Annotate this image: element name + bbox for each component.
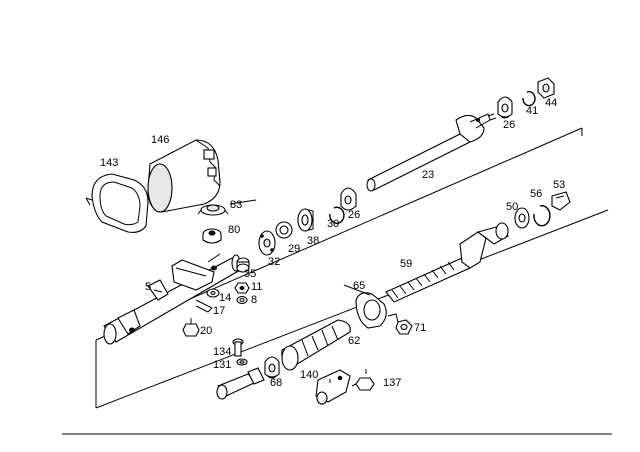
part-83-ring [197, 204, 229, 216]
label-26-lower: 26 [348, 209, 360, 221]
part-68-bushing [264, 356, 280, 379]
part-23-steering-shaft [366, 113, 497, 192]
part-labels: 143 146 83 80 5 35 11 14 8 17 20 32 29 3… [100, 97, 565, 389]
label-143: 143 [100, 157, 118, 169]
part-65-gasket-plate [355, 292, 399, 329]
part-30-snap-ring [329, 206, 345, 224]
part-71-nut [395, 319, 413, 335]
part-38-bearing [297, 208, 314, 232]
label-71: 71 [414, 322, 426, 334]
label-134: 134 [213, 346, 231, 358]
part-11-nut [234, 282, 250, 294]
label-8: 8 [251, 294, 257, 306]
part-41-snap-ring [522, 90, 536, 107]
part-50-bearing [514, 207, 530, 229]
label-131: 131 [213, 359, 231, 371]
part-35-clamp [236, 257, 250, 273]
label-17: 17 [213, 305, 225, 317]
part-32-bearing-plate [258, 230, 276, 256]
leader-lines [153, 199, 371, 383]
label-11: 11 [251, 281, 262, 293]
part-146-switch-housing [147, 139, 221, 213]
part-59-intermediate-shaft [385, 222, 509, 303]
part-26-bushing-upper [497, 96, 513, 119]
label-38: 38 [307, 235, 319, 247]
label-137: 137 [383, 377, 401, 389]
part-14-washer [206, 288, 220, 298]
label-23: 23 [422, 169, 434, 181]
label-50: 50 [506, 201, 518, 213]
label-83: 83 [230, 199, 242, 211]
part-5-column-jacket [103, 254, 241, 345]
label-62: 62 [348, 335, 360, 347]
part-lower-universal-joint [216, 367, 265, 400]
label-41: 41 [526, 105, 538, 117]
part-137-bolt [351, 377, 375, 391]
label-80: 80 [228, 224, 240, 236]
label-68: 68 [270, 377, 282, 389]
label-26-upper: 26 [503, 119, 515, 131]
part-26-bushing-lower [340, 187, 357, 211]
label-59: 59 [400, 258, 412, 270]
part-53-clip [551, 191, 571, 211]
label-5: 5 [145, 281, 151, 293]
part-80-cap [202, 228, 222, 244]
label-32: 32 [268, 256, 280, 268]
label-20: 20 [200, 325, 212, 337]
label-14: 14 [219, 292, 231, 304]
label-53: 53 [553, 179, 565, 191]
label-29: 29 [288, 243, 300, 255]
part-17-spring-clip [195, 299, 213, 313]
part-134-bolt [232, 338, 244, 357]
label-146: 146 [151, 134, 169, 146]
part-29-ring [275, 221, 293, 239]
label-65: 65 [353, 280, 365, 292]
label-30: 30 [327, 218, 339, 230]
part-8-washer [236, 295, 248, 305]
label-140: 140 [300, 369, 318, 381]
label-44: 44 [545, 97, 557, 109]
part-140-flange [315, 369, 351, 405]
part-44-bushing [537, 77, 555, 99]
part-131-washer [236, 358, 248, 366]
part-56-ring [533, 205, 551, 227]
label-56: 56 [530, 188, 542, 200]
part-62-bellows-boot [281, 319, 351, 371]
part-20-bolt [182, 318, 200, 337]
part-143-cover [85, 173, 149, 233]
label-35: 35 [244, 268, 256, 280]
